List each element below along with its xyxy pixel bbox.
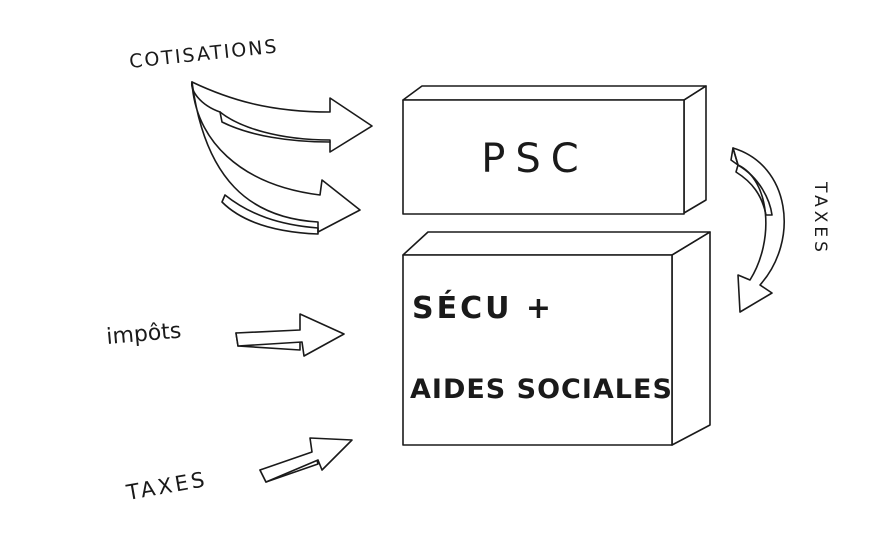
taxes-bottom-arrow — [259, 437, 353, 483]
taxes-bottom-label: TAXES — [124, 467, 209, 505]
impots-label: impôts — [105, 319, 182, 350]
cotisations-arrow-lower — [191, 81, 361, 235]
taxes-curved-arrow — [730, 147, 785, 313]
taxes-right-label: TAXES — [810, 181, 830, 256]
secu-label-line1: SÉCU + — [412, 290, 554, 326]
psc-label: PSC — [481, 136, 588, 182]
cotisations-label: COTISATIONS — [128, 35, 279, 73]
secu-box: SÉCU + AIDES SOCIALES — [402, 231, 711, 446]
impots-arrow — [235, 313, 345, 357]
secu-label-line2: AIDES SOCIALES — [410, 374, 673, 405]
cotisations-arrow-upper — [191, 81, 373, 153]
psc-box: PSC — [402, 85, 707, 215]
